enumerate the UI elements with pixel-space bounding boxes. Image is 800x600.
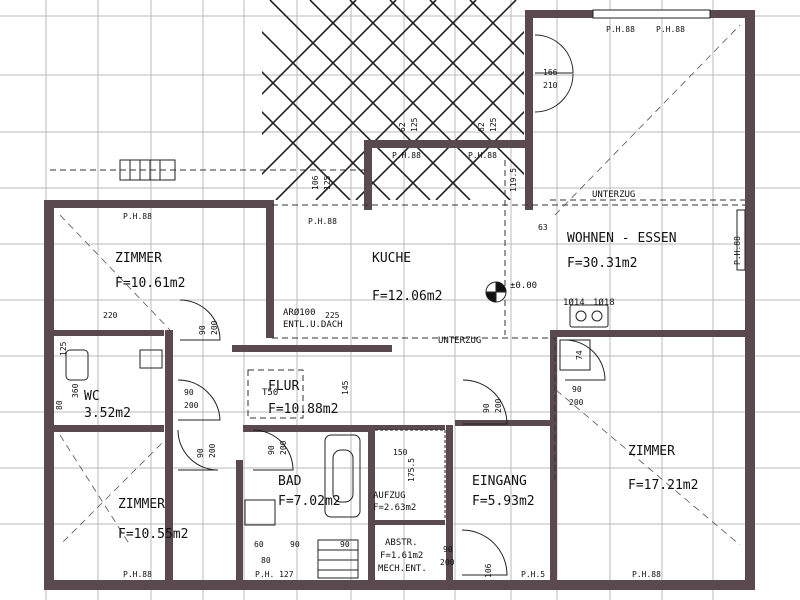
dim-label: 210: [543, 81, 558, 90]
room-name-zimmer-1: ZIMMER: [115, 251, 162, 266]
walls: [44, 10, 755, 590]
entl-dach-label: ENTL.U.DACH: [283, 320, 343, 330]
dim-label: 90: [482, 403, 491, 413]
room-note-mech-ent: MECH.ENT.: [378, 564, 427, 574]
ph-label: P.H.88: [123, 212, 152, 221]
dim-label: 62: [477, 122, 486, 132]
ph-label: P.H.88: [606, 25, 635, 34]
dim-label: 90: [443, 545, 453, 554]
dim-label: 90: [267, 445, 276, 455]
dim-label: 125: [59, 341, 68, 356]
dim-label: 200: [569, 398, 584, 407]
doors: [177, 34, 606, 576]
room-name-abstr: ABSTR.: [385, 538, 418, 548]
t50-label: T50: [262, 388, 278, 398]
room-name-flur: FLUR: [268, 379, 299, 394]
dim-label: 106: [484, 563, 493, 578]
dim-label: 63: [538, 223, 548, 232]
room-name-zimmer-3: ZIMMER: [628, 444, 675, 459]
room-name-bad: BAD: [278, 474, 302, 489]
dim-label: 60: [254, 540, 264, 549]
room-area-abstr: F=1.61m2: [380, 551, 423, 561]
dim-label: 125: [323, 175, 332, 190]
room-area-flur: F=10.88m2: [268, 402, 338, 417]
dim-label: 74: [575, 350, 584, 360]
dim-label: 200: [210, 320, 219, 335]
dim-label: 225: [325, 311, 340, 320]
room-area-wohnen-essen: F=30.31m2: [567, 256, 637, 271]
dim-label: 90: [196, 448, 205, 458]
terrace-lattice: [262, 0, 524, 200]
dim-label: 62: [398, 122, 407, 132]
dim-label: 119.5: [509, 168, 518, 192]
dashed-lines: [50, 160, 745, 480]
ph-label: P.H.88: [632, 570, 661, 579]
dim-label: 360: [71, 383, 80, 398]
dim-label: 90: [184, 388, 194, 397]
dim-label: 80: [55, 400, 64, 410]
ph-label: P.H.88: [308, 217, 337, 226]
dim-label: 90: [340, 540, 350, 549]
room-name-kueche: KUCHE: [372, 251, 411, 266]
annotations: P.H.88 P.H.88 P.H.88 P.H.88 P.H.88 P.H.8…: [123, 25, 742, 579]
room-area-wc: 3.52m2: [84, 406, 131, 421]
dim-label: 106: [311, 175, 320, 190]
dim-label: 200: [208, 443, 217, 458]
room-name-eingang: EINGANG: [472, 474, 527, 489]
ph-label-vertical: P.H.88: [733, 236, 742, 265]
level-label: ±0.00: [510, 281, 537, 291]
dim-label: 90: [198, 325, 207, 335]
dim-label: 80: [261, 556, 271, 565]
dim-label: 200: [279, 440, 288, 455]
room-area-bad: F=7.02m2: [278, 494, 341, 509]
dim-label: 200: [184, 401, 199, 410]
room-area-eingang: F=5.93m2: [472, 494, 535, 509]
dim-label: 200: [440, 558, 455, 567]
room-diagonals: [59, 24, 741, 546]
room-labels: ZIMMER F=10.61m2 KUCHE F=12.06m2 WOHNEN …: [84, 231, 698, 574]
ph-5-label: P.H.5: [521, 570, 545, 579]
dim-label: 90: [290, 540, 300, 549]
room-area-kueche: F=12.06m2: [372, 289, 442, 304]
dim-label: 220: [103, 311, 118, 320]
ph-label: P.H.88: [656, 25, 685, 34]
pipe-18-label: 1Ø18: [593, 297, 615, 308]
ph-label: P.H.88: [123, 570, 152, 579]
dim-label: 125: [410, 117, 419, 132]
unterzug-label: UNTERZUG: [438, 336, 481, 346]
room-name-wc: WC: [84, 389, 100, 404]
dim-label: 145: [341, 380, 350, 395]
ph-label: P.H.88: [392, 151, 421, 160]
dim-label: 90: [572, 385, 582, 394]
ph-127-label: P.H. 127: [255, 570, 294, 579]
room-area-zimmer-2: F=10.55m2: [118, 527, 188, 542]
room-name-zimmer-2: ZIMMER: [118, 497, 165, 512]
dim-label: 150: [393, 448, 408, 457]
dimension-labels: 166 210 62 125 62 125 106 125 119.5 63 2…: [55, 68, 584, 578]
room-name-aufzug: AUFZUG: [373, 491, 406, 501]
dim-label: 200: [494, 398, 503, 413]
room-area-aufzug: F=2.63m2: [373, 503, 416, 513]
pipe-14-label: 1Ø14: [563, 297, 585, 308]
dim-label: 166: [543, 68, 558, 77]
fixtures: [65, 9, 746, 579]
ar-label: ARØ100: [283, 307, 316, 318]
ph-label: P.H.88: [468, 151, 497, 160]
room-name-wohnen-essen: WOHNEN - ESSEN: [567, 231, 677, 246]
dim-label: 125: [489, 117, 498, 132]
unterzug-label: UNTERZUG: [592, 190, 635, 200]
room-area-zimmer-1: F=10.61m2: [115, 276, 185, 291]
room-area-zimmer-3: F=17.21m2: [628, 478, 698, 493]
dim-label: 175.5: [407, 458, 416, 482]
